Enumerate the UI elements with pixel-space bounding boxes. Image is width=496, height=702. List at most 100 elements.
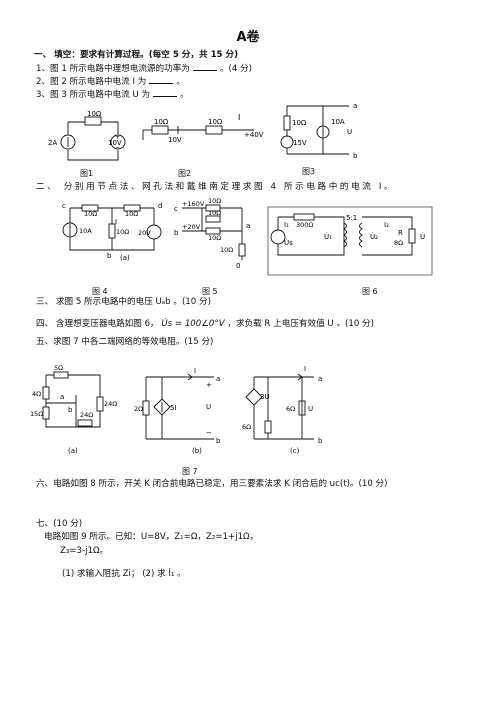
fig3-r: 10Ω: [292, 119, 307, 127]
question-3-text: 3、图 3 所示电路中电流 U 为: [36, 90, 151, 100]
fig7a-nb: b: [68, 406, 73, 414]
fig2-v1: 10V: [168, 136, 182, 144]
fig5-r3: 10Ω: [208, 234, 221, 242]
svg-text:−: −: [206, 429, 212, 437]
section4-question: 四、 含理想变压器电路如图 6， U̇s = 100∠0°V ，求负载 R 上电…: [36, 319, 374, 330]
fig7b-nb: b: [216, 437, 221, 445]
fig6-us: U̇s: [284, 239, 293, 247]
page-title: A卷: [236, 30, 260, 45]
svg-text:+: +: [206, 381, 212, 389]
figure-6-circuit: 300Ω I₁ U̇s U̇₁ 5:1 I₂ U̇₂ R 8Ω U̇: [267, 206, 433, 276]
section7-line2: Z₃=3-j1Ω。: [60, 546, 109, 556]
fig7c-i: I: [304, 365, 306, 373]
answer-blank: [192, 70, 217, 71]
fig7a-na: a: [60, 393, 64, 401]
fig6-ratio: 5:1: [346, 214, 357, 222]
fig6-r: R: [398, 229, 403, 237]
fig7c-r2: 6Ω: [242, 423, 251, 431]
fig6-i1: I₁: [284, 221, 289, 229]
fig6-u2: U̇₂: [370, 233, 378, 241]
section2-question: 二、 分别用节点法、网孔法和戴维南定理求图 4 所示电路中的电流 I。: [36, 182, 396, 192]
fig7a-r2: 4Ω: [32, 390, 41, 398]
section3-question: 三、 求图 5 所示电路中的电压 Uₐb 。(10 分): [36, 297, 211, 307]
fig2-r2: 10Ω: [208, 118, 223, 126]
fig5-v2: +20V: [182, 223, 201, 231]
fig2-v2: +40V: [244, 131, 264, 139]
answer-blank: [153, 96, 178, 97]
fig5-r4: 10Ω: [220, 246, 233, 254]
fig7b-u: U: [206, 403, 211, 411]
fig3-u: U: [347, 128, 352, 136]
question-2-text: 2、图 2 所示电路中电流 I 为: [36, 77, 147, 87]
fig7b-ctrl: 5I: [170, 404, 177, 412]
figure-2-caption: 图2: [178, 169, 192, 178]
section5-question: 五、求图 7 中各二端网络的等效电阻。(15 分): [36, 337, 214, 347]
fig7c-nb: b: [318, 437, 323, 445]
fig7a-r1: 5Ω: [54, 364, 63, 372]
fig7a-r3: 15Ω: [30, 410, 43, 418]
section4-post: ，求负载 R 上电压有效值 U 。(10 分): [227, 319, 374, 329]
fig7b-sub: (b): [192, 447, 202, 455]
fig5-v1: +160V: [182, 200, 205, 208]
fig6-r8: 8Ω: [394, 239, 403, 247]
fig7b-i: I: [194, 367, 196, 375]
fig7c-u: U: [308, 405, 313, 413]
fig1-vsrc: 10V: [108, 139, 122, 147]
question-3: 3、图 3 所示电路中电流 U 为 。: [36, 90, 189, 101]
fig2-r1: 10Ω: [154, 118, 169, 126]
question-1-tail: 。(4 分): [219, 64, 252, 74]
fig5-r1: 10Ω: [208, 197, 221, 205]
fig1-isrc: 2A: [48, 139, 57, 147]
section7-question: (1) 求输入阻抗 Zi； (2) 求 İ₁ 。: [62, 569, 186, 579]
figure-2-circuit: 10Ω 10V 10Ω I +40V: [142, 113, 264, 144]
fig7a-r5: 24Ω: [80, 411, 93, 419]
figure-1-circuit: 10Ω 2A 10V + −: [48, 110, 126, 161]
fig6-i2: I₂: [384, 221, 389, 229]
fig7c-sub: (c): [290, 447, 300, 455]
figure-5-caption: 图 5: [202, 287, 218, 296]
fig4-b: b: [107, 252, 112, 260]
figure-6-caption: 图 6: [362, 287, 378, 296]
svg-text:+: +: [115, 134, 120, 141]
fig5-b: b: [174, 229, 179, 237]
svg-text:−: −: [115, 144, 120, 151]
fig6-u1: U̇₁: [324, 233, 332, 241]
figure-7-caption: 图 7: [182, 467, 198, 476]
figure-4-caption: 图 4: [92, 287, 108, 296]
section4-pre: 四、 含理想变压器电路如图 6，: [36, 319, 159, 329]
figure-3-caption: 图3: [302, 167, 316, 176]
figure-7c-circuit: 3U 6Ω 6Ω I U a b (c): [242, 365, 323, 455]
fig7b-na: a: [216, 375, 220, 383]
fig2-i: I: [238, 113, 240, 122]
fig7a-sub: (a): [68, 447, 78, 455]
answer-blank: [149, 83, 174, 84]
section7-heading: 七、(10 分): [36, 519, 83, 529]
fig7a-r4: 24Ω: [104, 400, 117, 408]
fig4-c: c: [62, 202, 66, 210]
figure-4-circuit: c d 10Ω 10Ω 10Ω I 10A 20V b (a): [62, 202, 162, 262]
figure-3-circuit: 10Ω 15V 10A U a b: [280, 102, 358, 160]
fig1-r: 10Ω: [87, 110, 102, 118]
section1-heading: 一、 填空：要求有计算过程。(每空 5 分，共 15 分): [34, 50, 239, 60]
fig4-r3: 10Ω: [116, 228, 129, 236]
figure-5-circuit: +160V 10Ω c 10Ω +20V b 10Ω a 10Ω 0: [174, 197, 250, 270]
fig4-r1: 10Ω: [84, 210, 97, 218]
fig4-r2: 10Ω: [125, 210, 138, 218]
question-2: 2、图 2 所示电路中电流 I 为。: [36, 77, 185, 88]
fig4-vsrc: 20V: [138, 229, 151, 237]
fig5-a: a: [246, 222, 250, 230]
fig4-isrc: 10A: [79, 227, 92, 235]
fig3-a: a: [353, 102, 357, 110]
question-3-tail: 。: [180, 90, 189, 100]
section6-question: 六、电路如图 8 所示，开关 K 闭合前电路已稳定，用三要素法求 K 闭合后的 …: [36, 479, 388, 489]
figure-7a-circuit: 5Ω 4Ω 15Ω a b 24Ω 24Ω (a): [30, 364, 117, 455]
fig7c-r1: 6Ω: [286, 405, 295, 413]
fig7c-ctrl: 3U: [260, 393, 270, 401]
fig6-u: U̇: [420, 233, 425, 241]
figure-7b-circuit: 2Ω 5I I U a b +− (b): [134, 367, 221, 455]
figure-1-caption: 图1: [80, 169, 94, 178]
fig3-isrc: 10A: [331, 118, 345, 126]
fig7c-na: a: [318, 375, 322, 383]
fig3-b: b: [353, 152, 358, 160]
fig6-r1: 300Ω: [296, 221, 313, 229]
